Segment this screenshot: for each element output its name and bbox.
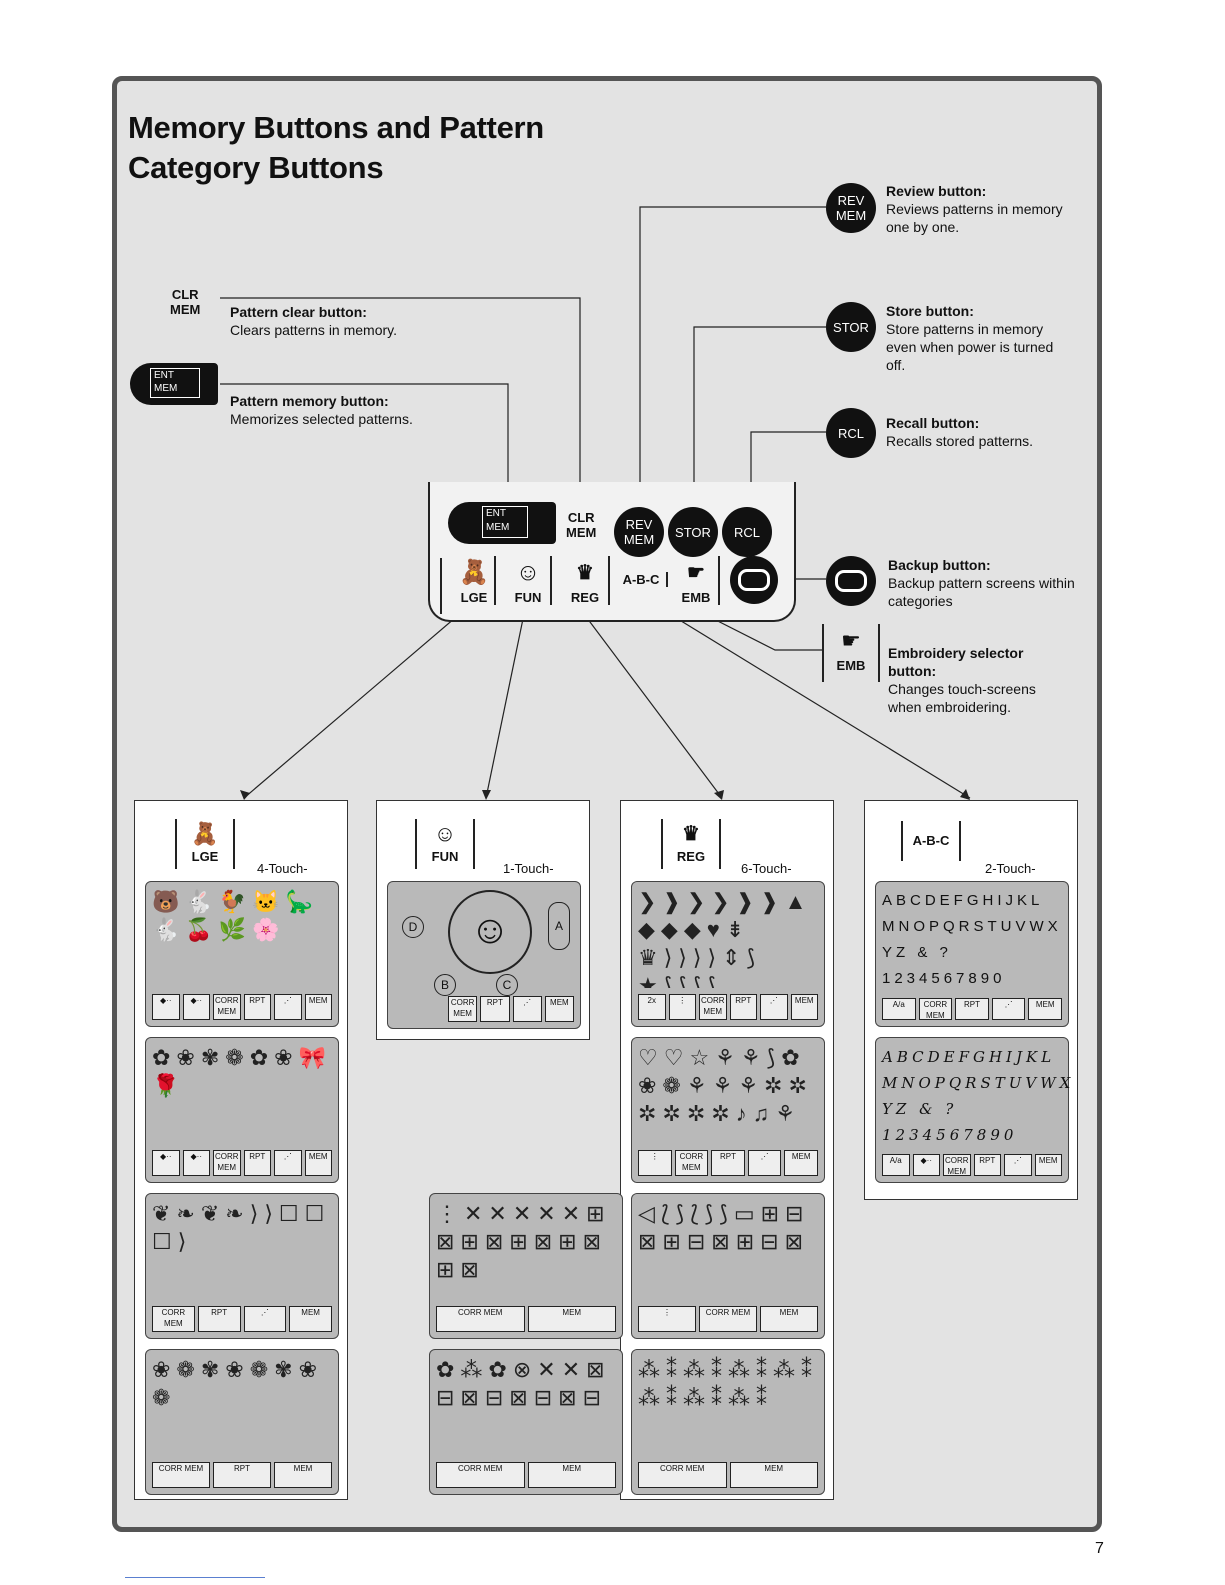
abc-section: A-B-C 2-Touch-screens ABCDEFGHIJKLMNOPQR… [864,800,1078,1200]
hand-icon: ☛ [841,628,861,653]
review-button-label: Review button:Reviews patterns in memory… [886,183,1063,235]
bear-icon: 🧸 [459,559,489,586]
face-drawing: ☺ [448,890,532,974]
abc-section-icon: A-B-C [901,821,961,861]
recall-button-label: Recall button:Recalls stored patterns. [886,415,1034,449]
control-panel: ENT MEM CLR MEM REV MEM STOR RCL 🧸LGE ☺F… [428,482,796,622]
panel-clear-memory-button[interactable]: CLR MEM [566,510,597,540]
panel-recall-button[interactable]: RCL [722,507,772,557]
memory-button-label: Pattern memory button:Memorizes selected… [230,393,413,427]
backup-button-label: Backup button:Backup pattern screens wit… [888,557,1075,609]
reg-section-icon: ♛REG [661,819,721,869]
emb-button-label: Embroidery selector button:Changes touch… [888,645,1036,715]
footer-link-line [125,1577,265,1578]
panel-review-button[interactable]: REV MEM [614,507,664,557]
panel-fun-button[interactable]: ☺FUN [506,556,552,605]
panel-emb-button[interactable]: ☛EMB [674,556,720,605]
panel-store-button[interactable]: STOR [668,507,718,557]
review-button-icon: REV MEM [826,183,876,233]
panel-enter-memory-button[interactable]: ENT MEM [448,502,556,544]
crown-icon: ♛ [576,562,594,584]
panel-abc-button[interactable]: A-B-C [616,572,668,587]
panel-divider [440,558,784,614]
lge-section: 🧸LGE 4-Touch-screens 🐻🐇🐓🐱🦕🐇🍒🌿🌸◆··◆··CORR… [134,800,348,1500]
fun-section: ☺FUN 1-Touch-screen ☺ D A B C CORR MEMRP… [376,800,590,1040]
panel-lge-button[interactable]: 🧸LGE [454,556,496,605]
clear-memory-icon: CLR MEM [170,287,201,317]
store-button-label: Store button:Store patterns in memory ev… [886,303,1054,373]
emb-icon: ☛ EMB [822,624,880,682]
reg-section: ♛REG 6-Touch-screens ❯❱❯❯❱❱▲◆◆◆♥⇟♛⟩⟩⟩⟩⇕⟆… [429,800,834,1500]
backup-icon [826,556,876,606]
face-icon: ☺ [515,559,541,586]
panel-backup-button[interactable] [730,556,778,604]
panel-reg-button[interactable]: ♛REG [562,556,610,605]
enter-memory-icon: ENT MEM [130,363,218,405]
page-number: 7 [1095,1540,1104,1557]
store-button-icon: STOR [826,302,876,352]
clear-button-label: Pattern clear button:Clears patterns in … [230,304,398,338]
hand-icon: ☛ [687,562,705,584]
fun-section-icon: ☺FUN [415,819,475,869]
recall-button-icon: RCL [826,408,876,458]
lge-section-icon: 🧸LGE [175,819,235,869]
